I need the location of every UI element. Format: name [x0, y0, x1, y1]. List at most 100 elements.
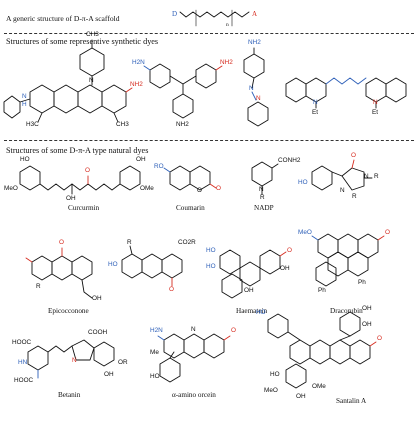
- atom-gfp-n1: N: [340, 187, 345, 194]
- atom-nadp-r: R: [260, 194, 265, 201]
- atom-bet-n: N: [72, 357, 77, 364]
- atom-n-q2: N: [373, 99, 378, 106]
- atom-et2: Et: [372, 109, 379, 116]
- haematein-structure: [219, 249, 287, 299]
- atom-nadp-n: N: [259, 186, 264, 193]
- scaffold-title: A generic structure of D-π-A scaffold: [6, 14, 120, 23]
- atom-bet-cooh2: COOH: [88, 329, 108, 336]
- atom-gfp-r1: R: [374, 173, 379, 180]
- atom-gfp-o: O: [351, 152, 356, 159]
- atom-nadp-conh2: CONH2: [278, 157, 301, 164]
- scaffold-n: n: [226, 22, 229, 28]
- atom-san-o: O: [377, 335, 382, 342]
- scaffold-acceptor: A: [252, 10, 258, 18]
- coumarin-structure: [163, 165, 217, 191]
- label-betanin: Betanin: [58, 391, 81, 399]
- dracorubin-structure: [311, 233, 385, 287]
- pararosaniline-structure: [143, 63, 223, 119]
- atom-aao-ho: HO: [150, 373, 160, 380]
- atom-dra-meo: MeO: [298, 229, 312, 236]
- atom-epi-oh: OH: [92, 295, 102, 302]
- atom-h3c: H3C: [26, 121, 39, 128]
- amino-orcein-structure: [157, 333, 231, 383]
- atom-gfp-ho: HO: [298, 179, 308, 186]
- atom-fl-ho: HO: [108, 261, 118, 268]
- atom-nh2-plus: NH2: [130, 81, 143, 88]
- section-synthetic-title: Structures of some representive syntheti…: [6, 37, 159, 46]
- atom-san-oh2: OH: [362, 321, 372, 328]
- atom-curc-ho: HO: [20, 156, 30, 163]
- atom-nh-left: N: [22, 93, 27, 100]
- atom-curc-ome: OMe: [140, 185, 154, 192]
- atom-ch3-right: CH3: [116, 121, 129, 128]
- atom-san-ho2: HO: [270, 371, 280, 378]
- label-coumarin: Coumarin: [176, 204, 205, 212]
- label-amino-orcein: α-amino orcein: [172, 391, 216, 399]
- atom-fl-o: O: [169, 286, 174, 293]
- atom-n1: N: [249, 85, 254, 92]
- atom-coum-o1: O: [197, 187, 202, 194]
- atom-dra-ph1: Ph: [318, 287, 326, 294]
- scaffold-donor: D: [172, 10, 178, 18]
- section-natural-title: Structures of some D-π-A type natural dy…: [6, 146, 149, 155]
- label-curcumin: Curcurmin: [68, 204, 100, 212]
- atom-dra-o: O: [385, 229, 390, 236]
- betanin-structure: [27, 339, 115, 379]
- gfp-chromophore-structure: [311, 159, 373, 191]
- atom-ch3-top: CH3: [86, 31, 99, 38]
- divider-1: [4, 33, 414, 34]
- atom-nh2-b: NH2: [220, 59, 233, 66]
- atom-nh2-c: NH2: [176, 121, 189, 128]
- divider-2: [4, 140, 414, 141]
- label-santalin-a: Santalin A: [336, 397, 367, 405]
- atom-san-ome: OMe: [312, 383, 326, 390]
- atom-epi-r: R: [36, 283, 41, 290]
- atom-curc-oh2: OH: [136, 156, 146, 163]
- atom-h-left: H: [22, 101, 27, 108]
- safranin-structure: [3, 39, 133, 123]
- fluorescein-type-structure: [121, 245, 183, 287]
- atom-hae-ho1: HO: [206, 247, 216, 254]
- azo-structure: [243, 47, 269, 127]
- atom-hae-oh2: OH: [244, 287, 254, 294]
- curcumin-structure: [19, 165, 141, 195]
- atom-coum-ro: RO: [154, 163, 164, 170]
- atom-coum-o2: O: [216, 185, 221, 192]
- atom-hae-o: O: [287, 247, 292, 254]
- atom-fl-r: R: [127, 239, 132, 246]
- nadp-structure: [251, 161, 279, 195]
- atom-gfp-r2: R: [352, 193, 357, 200]
- label-epicocconone: Epicocconone: [48, 307, 89, 315]
- atom-nh2-d: NH2: [248, 39, 261, 46]
- atom-aao-me: Me: [150, 349, 159, 356]
- scaffold-chain: [179, 9, 250, 27]
- atom-epi-o: O: [59, 239, 64, 246]
- santalin-structure: [267, 311, 377, 389]
- atom-aao-h2n: H2N: [150, 327, 163, 334]
- atom-san-oh1: OH: [362, 305, 372, 312]
- atom-n-q1: N: [313, 99, 318, 106]
- atom-san-ho: HO: [256, 309, 266, 316]
- atom-bet-or: OR: [118, 359, 128, 366]
- atom-gfp-n2: N: [364, 173, 369, 180]
- atom-san-oh3: OH: [296, 393, 306, 400]
- atom-fl-co2r: CO2R: [178, 239, 196, 246]
- cyanine-structure: [285, 77, 407, 109]
- atom-curc-meo: MeO: [4, 185, 18, 192]
- atom-bet-oh: OH: [104, 371, 114, 378]
- atom-n-center: N: [89, 77, 94, 84]
- atom-san-meo: MeO: [264, 387, 278, 394]
- atom-hae-oh: OH: [280, 265, 290, 272]
- atom-aao-o: O: [231, 327, 236, 334]
- atom-aao-n: N: [191, 326, 196, 333]
- atom-bet-cooh3: HOOC: [14, 377, 34, 384]
- label-nadp: NADP: [254, 204, 274, 212]
- atom-h2n-a: H2N: [132, 59, 145, 66]
- atom-curc-o: O: [85, 167, 90, 174]
- label-haematein: Haematein: [236, 307, 268, 315]
- atom-bet-cooh1: HOOC: [12, 339, 32, 346]
- label-dracorubin: Dracorubin: [330, 307, 363, 315]
- atom-bet-hn: HN: [18, 359, 28, 366]
- atom-n2: N: [256, 95, 261, 102]
